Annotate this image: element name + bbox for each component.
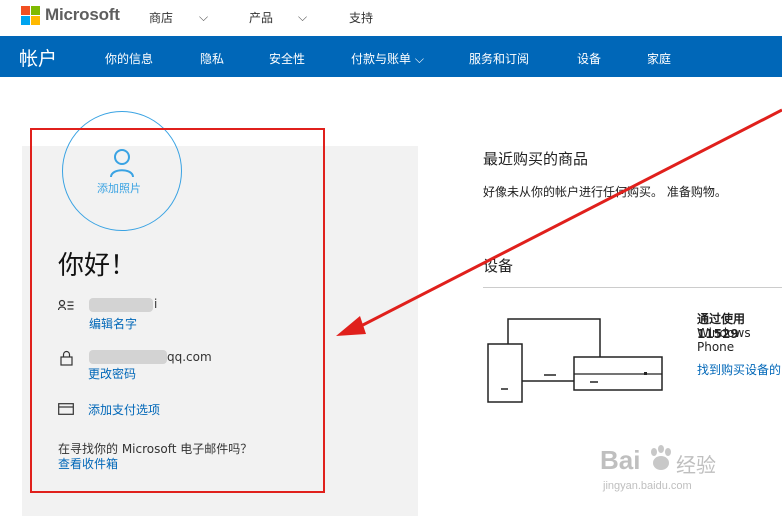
account-title[interactable]: 帐户 — [19, 48, 58, 70]
name-suffix: i — [154, 297, 158, 311]
ms-email-question: 在寻找你的 Microsoft 电子邮件吗？ — [58, 442, 253, 456]
devices-title: 设备 — [483, 257, 514, 275]
edit-name-link[interactable]: 编辑名字 — [89, 317, 138, 331]
devices-illustration-icon — [487, 318, 663, 403]
credit-card-icon — [58, 403, 74, 415]
masked-email — [89, 350, 167, 364]
nav-devices[interactable]: 设备 — [577, 52, 602, 66]
devices-phone-line: Windows Phone — [697, 326, 751, 354]
view-inbox-link[interactable]: 查看收件箱 — [58, 457, 119, 471]
microsoft-logo-icon[interactable] — [21, 6, 40, 25]
paw-icon — [651, 445, 671, 470]
annotation-highlight-box — [30, 128, 325, 493]
greeting: 你好！ — [58, 251, 137, 281]
account-nav-bar — [0, 36, 782, 77]
divider — [483, 287, 782, 288]
topnav-support[interactable]: 支持 — [349, 11, 374, 25]
change-password-link[interactable]: 更改密码 — [88, 367, 137, 381]
chevron-down-icon[interactable]: ⌵ — [298, 10, 308, 24]
person-outline-icon — [110, 149, 134, 178]
topnav-store[interactable]: 商店 — [149, 11, 174, 25]
nav-services-subscriptions[interactable]: 服务和订阅 — [469, 52, 530, 66]
find-devices-link[interactable]: 找到购买设备的 — [697, 363, 782, 377]
recent-purchases-message: 好像未从你的帐户进行任何购买。 准备购物。 — [483, 185, 727, 199]
chevron-down-icon[interactable]: ⌵ — [199, 10, 209, 24]
recent-purchases-title: 最近购买的商品 — [483, 150, 589, 168]
watermark-logo-suffix: 经验 — [676, 453, 716, 477]
contact-card-icon — [58, 299, 74, 311]
nav-security[interactable]: 安全性 — [269, 52, 306, 66]
avatar[interactable] — [62, 111, 182, 231]
lock-icon — [60, 350, 73, 366]
nav-your-info[interactable]: 你的信息 — [105, 52, 154, 66]
nav-privacy[interactable]: 隐私 — [200, 52, 225, 66]
add-photo-link[interactable]: 添加照片 — [97, 182, 141, 195]
topnav-products[interactable]: 产品 — [249, 11, 274, 25]
top-bar — [0, 0, 782, 36]
watermark-url: jingyan.baidu.com — [603, 480, 692, 492]
nav-family[interactable]: 家庭 — [647, 52, 672, 66]
watermark-logo: Bai — [600, 445, 641, 475]
nav-payment-billing[interactable]: 付款与账单 ⌵ — [351, 52, 424, 66]
add-payment-link[interactable]: 添加支付选项 — [88, 403, 161, 417]
masked-name — [89, 298, 153, 312]
email-suffix: qq.com — [167, 350, 212, 364]
brand-name[interactable]: Microsoft — [45, 5, 120, 24]
